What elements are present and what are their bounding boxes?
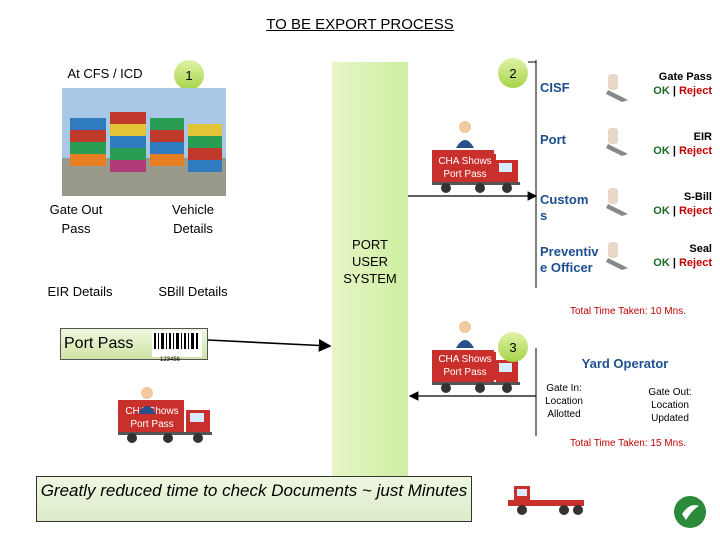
vehicle-details-label: Vehicle Details: [172, 202, 214, 236]
reject-button[interactable]: Reject: [678, 145, 712, 157]
role-preventive-officer: Preventiv e Officer: [540, 244, 599, 275]
reject-button[interactable]: Reject: [678, 257, 712, 269]
role-cisf: CISF: [540, 80, 570, 95]
separator: |: [672, 85, 676, 97]
person-icon-center-top: [454, 120, 476, 148]
gate-in-label: Gate In: Location Allotted: [545, 383, 583, 420]
yard-operator-label: Yard Operator: [581, 356, 669, 371]
step-3-badge: 3: [498, 332, 528, 362]
logo-icon: [672, 494, 708, 530]
ok-button[interactable]: OK: [653, 145, 670, 157]
decision-title: S-Bill: [683, 191, 712, 203]
total-time-2: Total Time Taken: 15 Mns.: [570, 438, 686, 449]
decision-title: Seal: [689, 243, 712, 255]
port-pass-label: Port Pass: [64, 335, 134, 352]
stamp-hand-icon: [604, 126, 630, 156]
page-title: TO BE EXPORT PROCESS: [266, 16, 454, 33]
eir-details-label: EIR Details: [47, 284, 113, 299]
decision-seal: Seal OK | Reject: [632, 242, 712, 270]
step-2-badge: 2: [498, 58, 528, 88]
step-2-number: 2: [509, 65, 517, 81]
port-user-system-panel: [332, 62, 408, 520]
flatbed-truck-icon: [508, 480, 608, 520]
barcode-icon: [152, 331, 202, 357]
separator: |: [672, 205, 676, 217]
ok-button[interactable]: OK: [653, 257, 670, 269]
decision-eir: EIR OK | Reject: [632, 130, 712, 158]
port-user-system-label: PORT USER SYSTEM: [343, 237, 397, 286]
decision-title: EIR: [693, 131, 712, 143]
separator: |: [672, 257, 676, 269]
container-yard-image: [62, 88, 226, 196]
barcode-number: 123456: [160, 357, 181, 363]
total-time-1: Total Time Taken: 10 Mns.: [570, 306, 686, 317]
stamp-hand-icon: [604, 72, 630, 102]
reject-button[interactable]: Reject: [678, 205, 712, 217]
summary-message: Greatly reduced time to check Documents …: [40, 481, 468, 500]
gate-out-pass-label: Gate Out Pass: [49, 202, 103, 236]
decision-sbill: S-Bill OK | Reject: [632, 190, 712, 218]
ok-button[interactable]: OK: [653, 205, 670, 217]
person-icon-left: [136, 386, 158, 414]
truck-center-top-label: CHA Shows Port Pass: [434, 154, 496, 182]
ok-button[interactable]: OK: [653, 85, 670, 97]
step-1-number: 1: [185, 67, 193, 83]
role-customs: Custom s: [540, 192, 589, 223]
location-label: At CFS / ICD: [67, 66, 143, 81]
stamp-hand-icon: [604, 186, 630, 216]
separator: |: [672, 145, 676, 157]
step-3-number: 3: [509, 339, 517, 355]
stamp-hand-icon: [604, 240, 630, 270]
gate-out-label: Gate Out: Location Updated: [648, 387, 692, 424]
reject-button[interactable]: Reject: [678, 85, 712, 97]
sbill-details-label: SBill Details: [158, 284, 228, 299]
summary-message-box: Greatly reduced time to check Documents …: [36, 476, 472, 522]
person-icon-center-bottom: [454, 320, 476, 348]
decision-title: Gate Pass: [658, 71, 712, 83]
decision-gate-pass: Gate Pass OK | Reject: [632, 70, 712, 98]
role-port: Port: [540, 132, 566, 147]
truck-center-bottom-label: CHA Shows Port Pass: [434, 352, 496, 380]
step-1-badge: 1: [174, 60, 204, 90]
